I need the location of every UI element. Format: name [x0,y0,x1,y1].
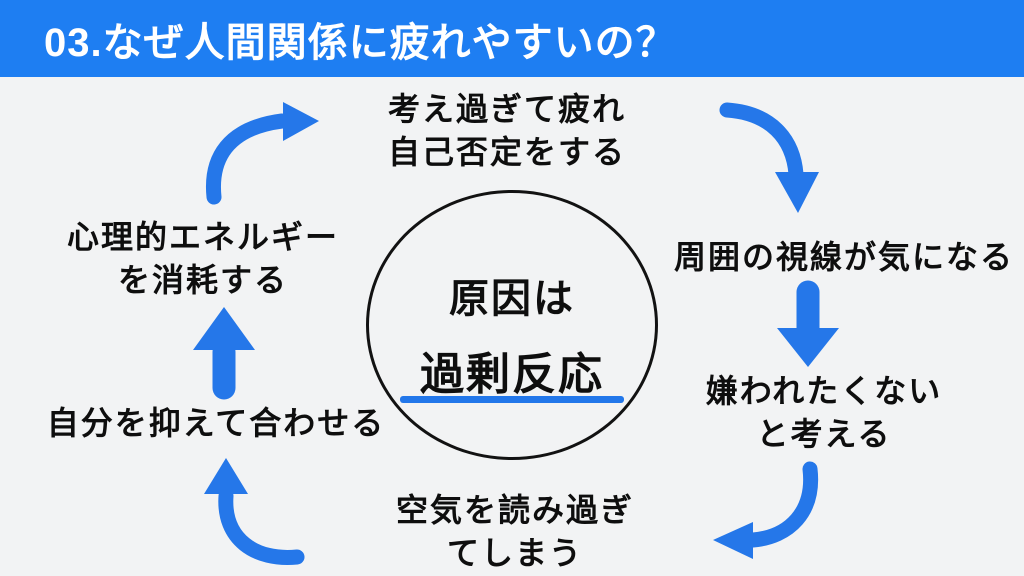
cycle-node-right-top: 周囲の視線が気になる [666,236,1022,279]
arrow-top-left-icon [205,102,319,205]
cycle-node-top: 考え過ぎて疲れ 自己否定をする [347,88,667,174]
cycle-node-left-bottom: 自分を抑えて合わせる [30,402,402,445]
cycle-node-top-line2: 自己否定をする [387,134,626,170]
header-banner: 03.なぜ人間関係に疲れやすいの？ [0,0,1024,77]
cycle-node-right-bottom-line1: 嫌われたくない [705,373,943,409]
arrow-bottom-left-icon [204,458,305,565]
arrow-top-right-icon [719,102,819,213]
page-title: 03.なぜ人間関係に疲れやすいの？ [44,20,677,65]
cycle-node-left-top-line2: を消耗する [117,262,288,298]
cycle-node-left-top-line1: 心理的エネルギー [66,219,339,255]
center-circle [366,190,658,460]
center-text-line1: 原因は [449,277,575,321]
cycle-node-right-top-line1: 周囲の視線が気になる [673,239,1014,275]
arrow-right-down-icon [777,280,839,367]
cycle-node-bottom-line2: てしまう [446,535,583,571]
cycle-node-right-bottom: 嫌われたくない と考える [679,370,969,456]
cycle-node-right-bottom-line2: と考える [756,416,892,452]
center-underline [400,396,624,403]
center-text-line2: 過剰反応 [420,350,604,399]
cycle-node-left-bottom-line1: 自分を抑えて合わせる [46,405,386,441]
arrow-left-up-icon [193,307,255,400]
arrow-bottom-right-icon [713,461,819,559]
cycle-node-left-top: 心理的エネルギー を消耗する [33,216,373,302]
cycle-node-bottom-line1: 空気を読み過ぎ [395,492,634,528]
cycle-node-bottom: 空気を読み過ぎ てしまう [355,489,675,575]
cycle-node-top-line1: 考え過ぎて疲れ [387,91,626,127]
